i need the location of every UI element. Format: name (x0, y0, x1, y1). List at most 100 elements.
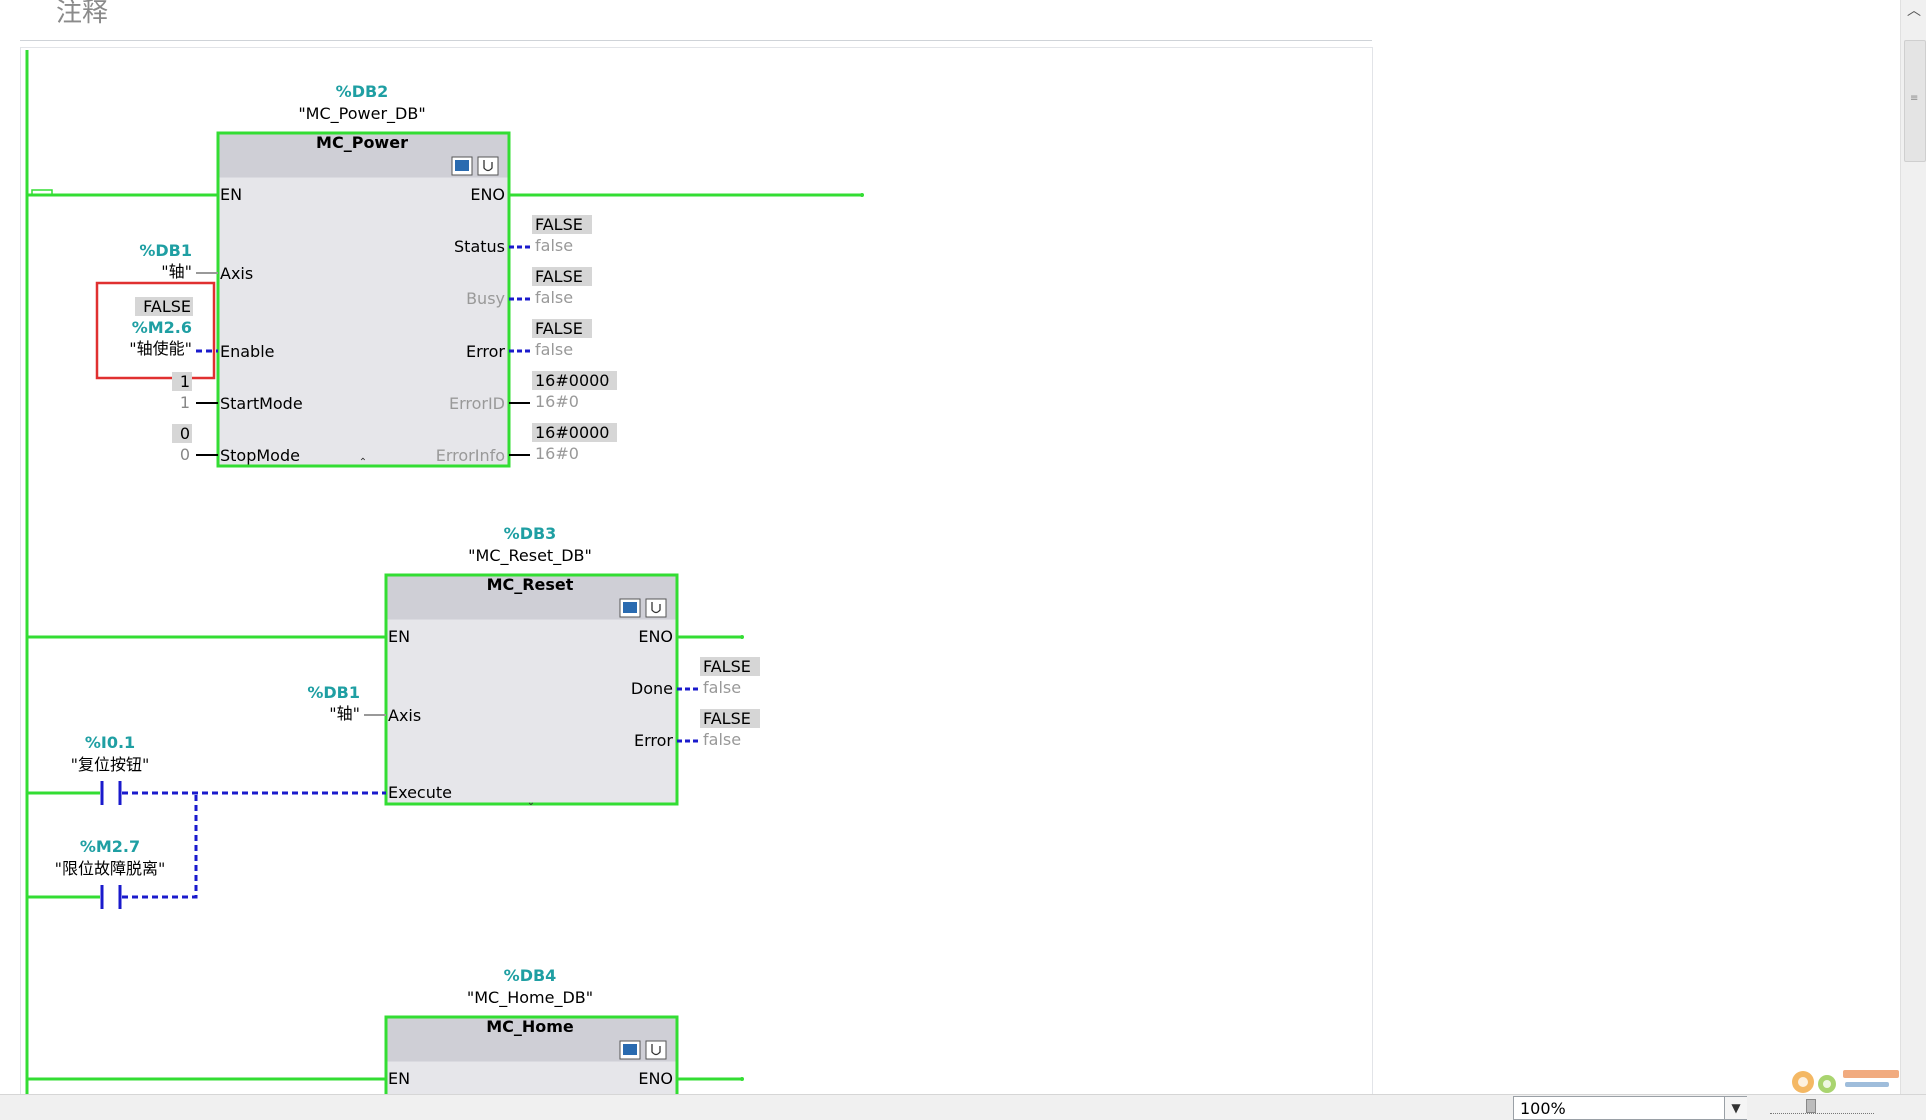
block-mc-home[interactable]: %DB4 "MC_Home_DB" MC_Home EN ENO (27, 966, 744, 1094)
errorinfo-value[interactable]: 16#0 (535, 444, 579, 463)
zoom-slider-knob[interactable] (1806, 1099, 1816, 1113)
zoom-value: 100% (1520, 1099, 1566, 1118)
block-diagnostic-icon[interactable] (645, 1040, 667, 1060)
block-title: MC_Home (486, 1017, 574, 1036)
comment-divider (20, 40, 1372, 41)
pin-enable: Enable (220, 342, 275, 361)
errorid-status-bg (532, 371, 617, 390)
startmode-status-bg (172, 372, 192, 391)
pin-en: EN (220, 185, 242, 204)
block-title: MC_Reset (487, 575, 574, 594)
pin-axis: Axis (388, 706, 421, 725)
status-value[interactable]: false (535, 236, 573, 255)
error-status: FALSE (703, 709, 751, 728)
pin-eno: ENO (638, 1069, 673, 1088)
status-status: FALSE (535, 215, 583, 234)
status-bar: 100% ▼ (0, 1094, 1926, 1120)
enable-operand-name[interactable]: "轴使能" (129, 339, 192, 358)
startmode-value[interactable]: 1 (180, 393, 190, 412)
axis-operand-name[interactable]: "轴" (329, 704, 360, 723)
block-db-address: %DB3 (504, 524, 557, 543)
block-db-name[interactable]: "MC_Reset_DB" (468, 546, 592, 566)
block-db-name[interactable]: "MC_Home_DB" (467, 988, 593, 1008)
vertical-scrollbar[interactable]: ︿ ≡ (1900, 0, 1926, 1094)
pin-error: Error (466, 342, 505, 361)
errorid-value[interactable]: 16#0 (535, 392, 579, 411)
pin-error: Error (634, 731, 673, 750)
stopmode-value[interactable]: 0 (180, 445, 190, 464)
block-window-icon[interactable] (619, 598, 641, 618)
done-status-bg (700, 657, 760, 676)
error-value[interactable]: false (535, 340, 573, 359)
highlight-box (95, 281, 216, 380)
zoom-select[interactable]: 100% ▼ (1513, 1096, 1747, 1120)
pin-eno: ENO (470, 185, 505, 204)
scroll-up-icon[interactable]: ︿ (1907, 3, 1921, 19)
block-expand-icon[interactable]: ⌃ (359, 457, 367, 468)
contact-address: %M2.7 (80, 837, 140, 856)
busy-status-bg (532, 267, 592, 286)
axis-operand-address: %DB1 (139, 241, 192, 260)
block-mc-power[interactable]: %DB2 "MC_Power_DB" MC_Power ⌃ EN ENO %DB… (27, 82, 864, 468)
block-mc-reset[interactable]: %DB3 "MC_Reset_DB" MC_Reset ⌄ EN ENO %DB… (27, 524, 760, 909)
pin-stopmode: StopMode (220, 446, 300, 465)
errorinfo-status: 16#0000 (535, 423, 609, 442)
enable-status: FALSE (143, 297, 191, 316)
scrollbar-grip-icon: ≡ (1910, 93, 1919, 104)
stopmode-status-bg (172, 424, 192, 443)
pin-errorid: ErrorID (449, 394, 505, 413)
errorid-status: 16#0000 (535, 371, 609, 390)
block-db-address: %DB2 (336, 82, 389, 101)
ladder-network: %DB2 "MC_Power_DB" MC_Power ⌃ EN ENO %DB… (25, 50, 864, 1094)
error-status: FALSE (535, 319, 583, 338)
status-status-bg (532, 215, 592, 234)
pin-done: Done (631, 679, 673, 698)
block-db-name[interactable]: "MC_Power_DB" (298, 104, 425, 124)
enable-status-bg (135, 297, 193, 316)
ladder-editor[interactable]: 注释 %DB2 "MC_Power_DB" MC_Power ⌃ EN (0, 0, 1900, 1094)
block-body[interactable] (216, 131, 511, 468)
error-status-bg (700, 709, 760, 728)
block-expand-icon[interactable]: ⌄ (527, 797, 535, 808)
dropdown-arrow-icon[interactable]: ▼ (1724, 1097, 1747, 1119)
axis-operand-address: %DB1 (307, 683, 360, 702)
network-comment-label[interactable]: 注释 (56, 0, 109, 28)
pin-eno: ENO (638, 627, 673, 646)
done-value[interactable]: false (703, 678, 741, 697)
busy-status: FALSE (535, 267, 583, 286)
pin-en: EN (388, 1069, 410, 1088)
pin-execute: Execute (388, 783, 452, 802)
startmode-status: 1 (180, 372, 190, 391)
pin-en: EN (388, 627, 410, 646)
block-window-icon[interactable] (619, 1040, 641, 1060)
zoom-slider[interactable] (1770, 1099, 1874, 1114)
block-diagnostic-icon[interactable] (645, 598, 667, 618)
scrollbar-thumb[interactable]: ≡ (1904, 40, 1926, 162)
errorinfo-status-bg (532, 423, 617, 442)
contact-reset-button[interactable]: %I0.1 "复位按钮" (27, 733, 386, 805)
pin-axis: Axis (220, 264, 253, 283)
network-frame (20, 47, 1373, 1094)
block-window-icon[interactable] (451, 156, 473, 176)
stopmode-status: 0 (180, 424, 190, 443)
enable-operand-address: %M2.6 (132, 318, 192, 337)
contact-name[interactable]: "限位故障脱离" (55, 859, 166, 878)
error-status-bg (532, 319, 592, 338)
watermark-logo (1792, 1070, 1899, 1093)
contact-name[interactable]: "复位按钮" (71, 755, 150, 774)
pin-startmode: StartMode (220, 394, 303, 413)
done-status: FALSE (703, 657, 751, 676)
or-branch-wire (122, 793, 198, 899)
pin-status: Status (454, 237, 505, 256)
eno-end-dot (740, 1077, 744, 1081)
pin-errorinfo: ErrorInfo (436, 446, 505, 465)
contact-address: %I0.1 (85, 733, 135, 752)
axis-operand-name[interactable]: "轴" (161, 262, 192, 281)
busy-value[interactable]: false (535, 288, 573, 307)
eno-end-dot (860, 193, 864, 197)
block-db-address: %DB4 (504, 966, 557, 985)
error-value[interactable]: false (703, 730, 741, 749)
block-diagnostic-icon[interactable] (477, 156, 499, 176)
eno-end-dot (740, 635, 744, 639)
contact-limit-fault-clear[interactable]: %M2.7 "限位故障脱离" (27, 793, 198, 909)
